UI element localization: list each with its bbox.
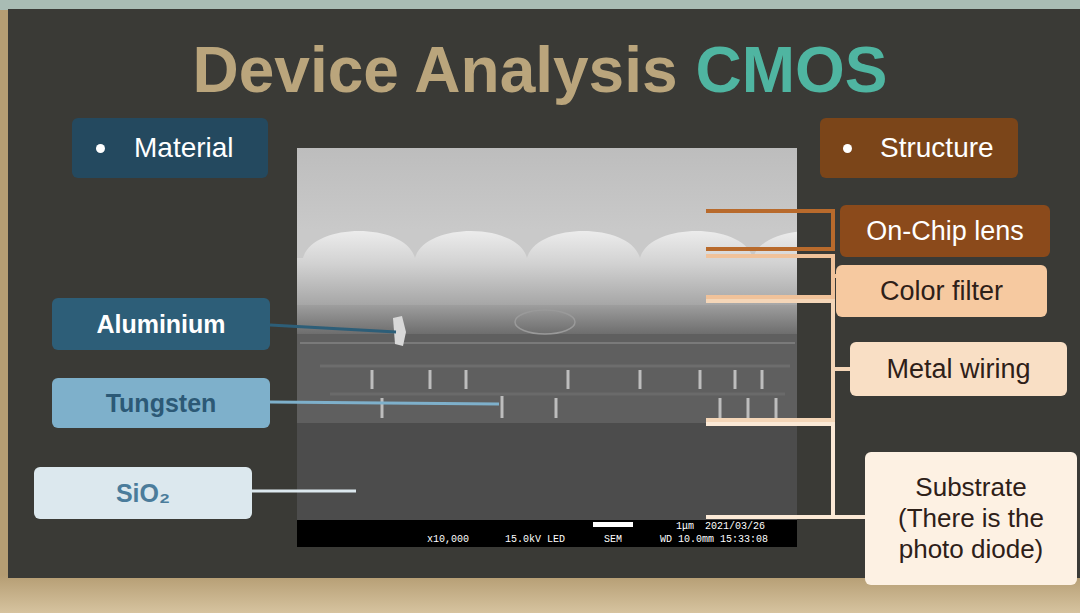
leader-line — [270, 402, 499, 404]
tungsten-plug — [699, 370, 702, 389]
slide-panel — [8, 9, 1080, 578]
sem-info-text: WD 10.0mm 15:33:08 — [660, 534, 768, 546]
bracket — [706, 301, 852, 420]
metal-wiring-layer — [297, 334, 797, 424]
top-strip — [0, 0, 1080, 10]
box-text: Substrate (There is the photo diode) — [879, 472, 1063, 566]
sem-info-text: SEM — [604, 534, 622, 546]
box-text: Aluminium — [96, 309, 225, 339]
structure-brackets — [706, 211, 867, 517]
tungsten-plugs — [372, 370, 776, 418]
metal-line — [330, 393, 785, 396]
category-tag: Structure — [820, 118, 1018, 178]
tungsten-plug — [371, 370, 374, 389]
material-label: SiO₂ — [34, 467, 252, 519]
metal-line — [300, 342, 795, 344]
box-text: Metal wiring — [886, 353, 1030, 385]
tungsten-plug — [734, 370, 737, 389]
bracket — [706, 424, 867, 517]
box-text: Structure — [880, 131, 994, 165]
category-tag: Material — [72, 118, 268, 178]
box-text: Color filter — [880, 275, 1003, 307]
structure-label: Metal wiring — [850, 342, 1067, 396]
on-chip-lens-shape — [297, 231, 797, 305]
tungsten-plug — [501, 396, 504, 418]
structure-label: On-Chip lens — [840, 205, 1050, 257]
bracket — [706, 256, 840, 297]
leader-line — [252, 490, 356, 493]
sem-info-bar — [297, 520, 797, 547]
box-text: Material — [134, 131, 234, 165]
material-label: Tungsten — [52, 378, 270, 428]
structure-label: Substrate (There is the photo diode) — [865, 452, 1077, 585]
tungsten-plug — [747, 398, 750, 418]
material-label: Aluminium — [52, 298, 270, 350]
box-text: Tungsten — [106, 388, 217, 418]
box-text: SiO₂ — [116, 478, 170, 508]
substrate-layer — [297, 423, 797, 523]
sem-background — [297, 148, 797, 547]
sem-image — [297, 148, 797, 547]
sem-info-text: 15.0kV LED — [505, 534, 565, 546]
tungsten-plug — [639, 370, 642, 389]
filter-detail — [515, 310, 575, 334]
tungsten-plug — [775, 398, 778, 418]
bracket — [706, 211, 833, 249]
title-line: Device AnalysisCMOS — [0, 30, 1080, 110]
tungsten-plug — [381, 398, 384, 418]
sem-info-text: 1μm — [676, 521, 694, 533]
structure-label: Color filter — [836, 265, 1047, 317]
tungsten-plug — [555, 398, 558, 418]
tungsten-plug — [719, 398, 722, 418]
sem-info-text: 2021/03/26 — [705, 521, 765, 533]
metal-line — [320, 365, 790, 368]
tungsten-plug — [465, 370, 468, 389]
title-accent: CMOS — [695, 34, 887, 106]
scale-bar — [593, 522, 633, 527]
box-text: On-Chip lens — [866, 215, 1024, 247]
tungsten-plug — [429, 370, 432, 389]
tungsten-plug — [761, 370, 764, 389]
leader-line — [270, 325, 396, 332]
bullet-dot — [843, 144, 852, 153]
slide-title: Device Analysis — [193, 34, 678, 106]
bullet-dot — [96, 144, 105, 153]
tungsten-plug — [567, 370, 570, 389]
sem-info-text: x10,000 — [427, 534, 469, 546]
